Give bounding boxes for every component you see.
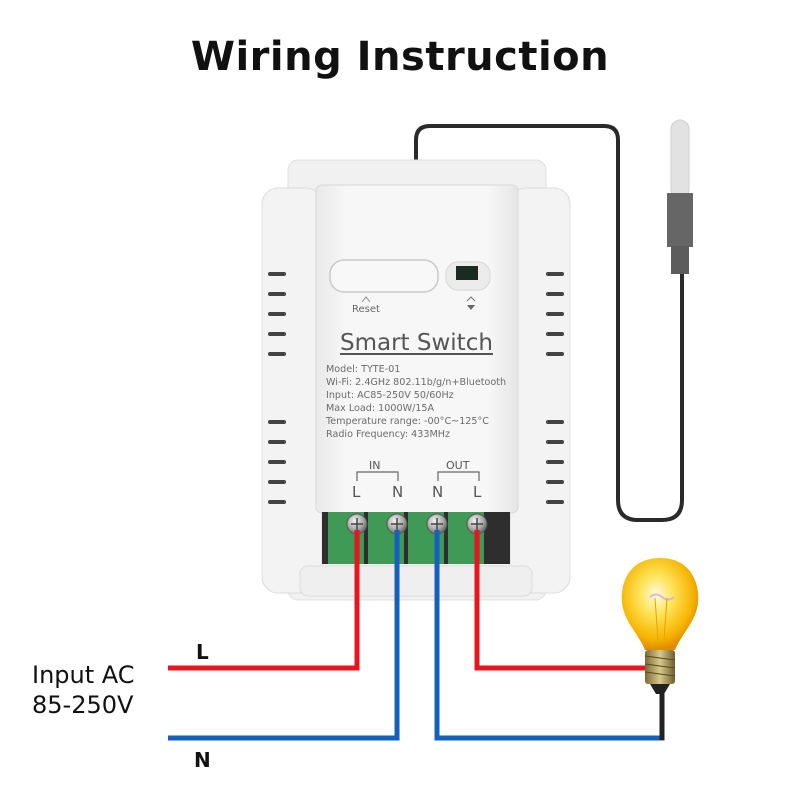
terminal-screws bbox=[346, 513, 488, 535]
diagram-title: Wiring Instruction bbox=[190, 34, 610, 80]
terminal-out-n: N bbox=[432, 483, 444, 501]
spec-input: Input: AC85-250V 50/60Hz bbox=[326, 390, 454, 401]
spec-temperature-range: Temperature range: -00°C~125°C bbox=[326, 416, 490, 427]
spec-wifi: Wi-Fi: 2.4GHz 802.11b/g/n+Bluetooth bbox=[326, 377, 507, 388]
terminal-in-n: N bbox=[392, 483, 404, 501]
status-led-window bbox=[456, 266, 478, 280]
terminal-out-l: L bbox=[473, 483, 482, 501]
input-live-wire bbox=[168, 530, 360, 671]
terminal-brackets bbox=[356, 471, 480, 481]
neutral-wire-label: N bbox=[194, 748, 211, 772]
reset-label: Reset bbox=[352, 304, 380, 315]
terminal-in-l: L bbox=[352, 483, 361, 501]
input-neutral-wire bbox=[168, 530, 400, 741]
spec-radio-frequency: Radio Frequency: 433MHz bbox=[326, 429, 450, 440]
spec-max-load: Max Load: 1000W/15A bbox=[326, 403, 435, 414]
vent-slots bbox=[268, 272, 564, 504]
reset-arrow-icon bbox=[361, 296, 371, 303]
spec-model: Model: TYTE-01 bbox=[326, 364, 401, 375]
reset-button bbox=[329, 259, 439, 293]
device-left-rail bbox=[261, 187, 323, 594]
input-ac-label: Input AC 85-250V bbox=[32, 660, 135, 720]
wifi-indicator-icon bbox=[466, 296, 476, 310]
input-ac-label-line1: Input AC bbox=[32, 661, 135, 689]
terminal-out-label: OUT bbox=[446, 459, 470, 472]
temperature-probe-icon bbox=[667, 119, 693, 274]
device-name: Smart Switch bbox=[340, 330, 493, 356]
device-right-rail bbox=[509, 187, 571, 594]
input-ac-label-line2: 85-250V bbox=[32, 691, 134, 719]
live-wire-label: L bbox=[196, 640, 209, 664]
terminal-in-label: IN bbox=[369, 459, 381, 472]
output-live-wire bbox=[474, 530, 645, 671]
light-bulb-icon bbox=[621, 558, 699, 694]
